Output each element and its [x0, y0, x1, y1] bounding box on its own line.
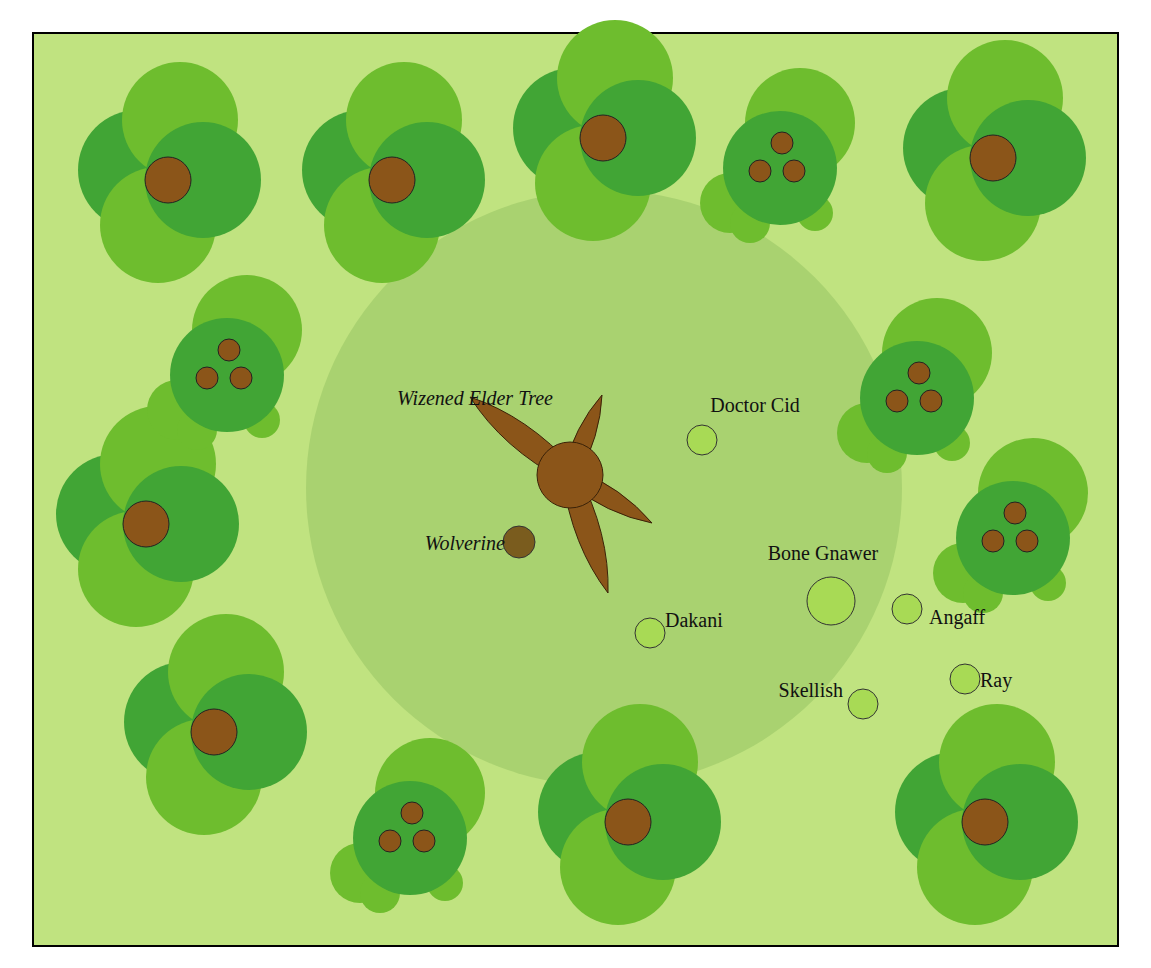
token-label: Ray [980, 669, 1012, 691]
tree-cluster [147, 275, 302, 450]
token-circle [891, 593, 923, 625]
hero-token: Bone Gnawer [806, 576, 856, 626]
tree [903, 40, 1086, 261]
token-label: Skellish [779, 679, 843, 701]
tree [78, 62, 261, 283]
tree-cluster [933, 438, 1088, 613]
token-circle [847, 688, 879, 720]
hero-token: Angaff [891, 593, 923, 625]
token-label: Angaff [929, 606, 985, 628]
tree [56, 406, 239, 627]
tree [302, 62, 485, 283]
elder-tree: Wizened Elder Tree [536, 441, 604, 509]
token-circle [686, 424, 718, 456]
token-circle [502, 525, 536, 559]
token-circle [634, 617, 666, 649]
tree-shape [536, 441, 604, 509]
tree [895, 704, 1078, 925]
monster-token: Wolverine [502, 525, 536, 559]
token-label: Wolverine [425, 532, 505, 554]
tree [513, 20, 696, 241]
token-circle [806, 576, 856, 626]
hero-token: Doctor Cid [686, 424, 718, 456]
token-label: Bone Gnawer [768, 542, 879, 564]
token-label: Wizened Elder Tree [397, 387, 553, 409]
token-label: Dakani [665, 609, 723, 631]
hero-token: Dakani [634, 617, 666, 649]
tree-cluster [837, 298, 992, 473]
token-circle [949, 663, 981, 695]
map-frame [33, 33, 1118, 946]
tree [124, 614, 307, 835]
hero-token: Ray [949, 663, 981, 695]
tree-cluster [330, 738, 485, 913]
token-label: Doctor Cid [710, 394, 799, 416]
tree [538, 704, 721, 925]
tree-cluster [700, 68, 855, 243]
hero-token: Skellish [847, 688, 879, 720]
